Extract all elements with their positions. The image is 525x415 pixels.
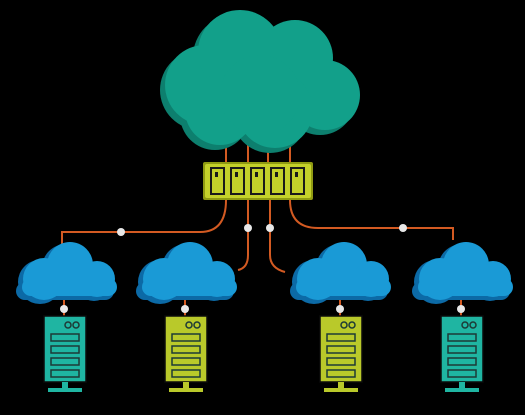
drive-bay xyxy=(326,369,356,378)
cloud-icon xyxy=(290,242,391,304)
switch-port xyxy=(210,167,225,195)
junction-dot xyxy=(457,305,465,313)
server-rack-icon xyxy=(43,315,87,392)
switch-port xyxy=(230,167,245,195)
junction-dot xyxy=(181,305,189,313)
wire xyxy=(289,199,454,240)
wire xyxy=(269,200,286,273)
main-cloud-icon xyxy=(160,10,360,153)
junction-dot xyxy=(336,305,344,313)
drive-bay xyxy=(447,369,477,378)
branch-clouds xyxy=(16,242,513,304)
junction-dot xyxy=(117,228,125,236)
wire-junctions xyxy=(60,224,465,313)
switch-port xyxy=(270,167,285,195)
drive-bay xyxy=(50,333,80,342)
server-rack-icon xyxy=(319,315,363,392)
server-rack-icon xyxy=(164,315,208,392)
server-rack-icon xyxy=(440,315,484,392)
wire xyxy=(61,199,227,250)
switch-port xyxy=(290,167,305,195)
network-switch-icon xyxy=(203,162,313,200)
junction-dot xyxy=(266,224,274,232)
cloud-icon xyxy=(412,242,513,304)
junction-dot xyxy=(399,224,407,232)
network-wires xyxy=(61,140,462,318)
drive-bay xyxy=(50,369,80,378)
drive-bay xyxy=(326,333,356,342)
junction-dot xyxy=(60,305,68,313)
servers xyxy=(43,315,484,392)
drive-bay xyxy=(171,345,201,354)
drive-bay xyxy=(326,357,356,366)
drive-bay xyxy=(447,357,477,366)
switch-port xyxy=(250,167,265,195)
drive-bay xyxy=(171,333,201,342)
drive-bay xyxy=(447,345,477,354)
cloud-icon xyxy=(16,242,117,304)
junction-dot xyxy=(244,224,252,232)
drive-bay xyxy=(171,357,201,366)
drive-bay xyxy=(326,345,356,354)
drive-bay xyxy=(171,369,201,378)
cloud-icon xyxy=(136,242,237,304)
drive-bay xyxy=(447,333,477,342)
drive-bay xyxy=(50,345,80,354)
drive-bay xyxy=(50,357,80,366)
wire xyxy=(237,200,249,271)
